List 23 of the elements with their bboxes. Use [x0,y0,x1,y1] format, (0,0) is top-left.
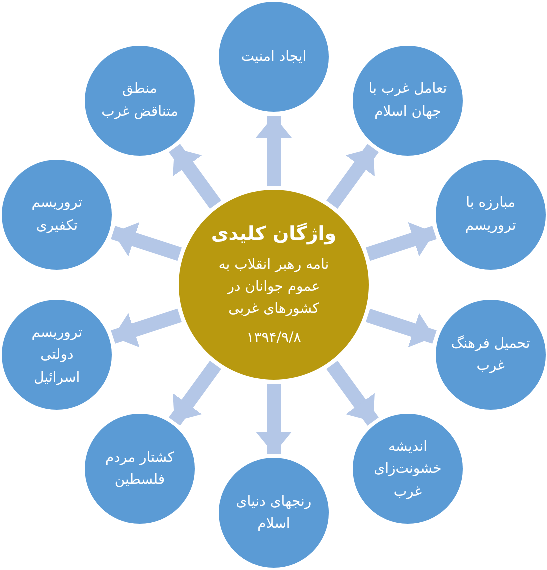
block-arrow [169,144,222,210]
block-arrow [111,308,182,348]
topic-label: رنجهای دنیای اسلام [235,492,313,534]
block-arrow [256,384,292,454]
center-heading: واژگان کلیدی [211,222,337,247]
block-arrow [326,144,379,210]
center-text: نامه رهبر انقلاب به عموم جوانان در کشورهای غربی [218,256,330,319]
block-arrow [256,116,292,186]
topic-label: تعامل غرب با جهان اسلام [368,80,448,122]
topic-label: تروریسم تکفیری [30,194,84,236]
block-arrow [111,222,182,262]
topic-label: منطق متناقض غرب [100,80,180,122]
block-arrow [366,308,437,348]
block-arrow [326,360,379,426]
date-text: ۱۳۹۴/۹/۸ [246,329,302,348]
topic-label: اندیشه خشونت‌زای غرب [373,438,443,502]
block-arrow [169,360,222,426]
topic-label: تروریسم دولتی اسرائیل [30,324,84,388]
topic-label: ایجاد امنیت [241,48,307,67]
topic-label: تحمیل فرهنگ غرب [450,334,532,376]
topic-label: مبارزه با تروریسم [464,194,518,236]
block-arrow [366,222,437,262]
topic-label: کشتار مردم فلسطین [104,449,176,490]
